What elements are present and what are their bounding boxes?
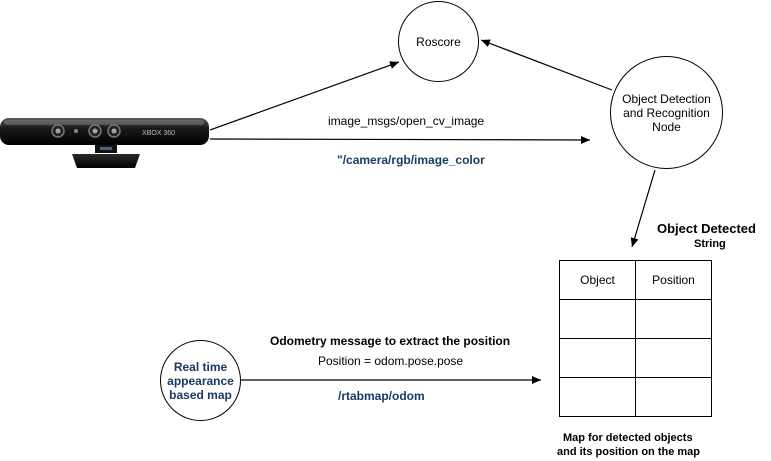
arrow-camera-to-roscore xyxy=(209,61,400,131)
table-cell xyxy=(559,377,636,417)
column-header-position: Position xyxy=(635,260,712,300)
map-caption-line-1: Map for detected objects xyxy=(563,432,693,444)
map-caption-line-2: and its position on the map xyxy=(557,446,700,458)
object-detected-type: String xyxy=(694,238,726,250)
table-row xyxy=(559,338,712,378)
object-detection-node: Object Detection and Recognition Node xyxy=(610,56,723,169)
table-cell xyxy=(635,299,712,339)
kinect-sensor-icon: XBOX 360 xyxy=(0,118,209,168)
kinect-brand-text: XBOX 360 xyxy=(142,130,175,137)
odometry-expression-label: Position = odom.pose.pose xyxy=(318,354,464,368)
roscore-node: Roscore xyxy=(398,1,479,82)
detection-label-line-1: Object Detection xyxy=(622,91,711,106)
table-row xyxy=(559,377,712,417)
table-row xyxy=(559,299,712,339)
column-header-object: Object xyxy=(559,260,636,300)
detection-label-line-3: Node xyxy=(652,119,681,134)
rtabmap-node: Real time appearance based map xyxy=(160,340,241,421)
odometry-title-label: Odometry message to extract the position xyxy=(270,334,511,348)
image-topic-label: "/camera/rgb/image_color xyxy=(337,153,485,167)
table-cell xyxy=(559,338,636,378)
rtabmap-label-line-1: Real time xyxy=(173,359,228,374)
table-cell xyxy=(635,338,712,378)
odometry-topic-label: /rtabmap/odom xyxy=(338,389,425,403)
detection-label-line-2: and Recognition xyxy=(623,105,710,120)
object-detected-title: Object Detected xyxy=(657,221,756,236)
image-message-type-label: image_msgs/open_cv_image xyxy=(328,114,485,128)
table-header-row: Object Position xyxy=(559,260,712,300)
rtabmap-label-line-3: based map xyxy=(169,387,232,402)
table-cell xyxy=(635,377,712,417)
arrow-detection-to-output xyxy=(630,169,656,248)
rtabmap-label-line-2: appearance xyxy=(167,373,234,388)
arrow-detection-to-roscore xyxy=(480,39,613,91)
arrow-camera-to-detection xyxy=(209,135,591,144)
table-cell xyxy=(559,299,636,339)
roscore-label: Roscore xyxy=(416,34,461,49)
object-map-table: Object Position xyxy=(559,260,712,417)
